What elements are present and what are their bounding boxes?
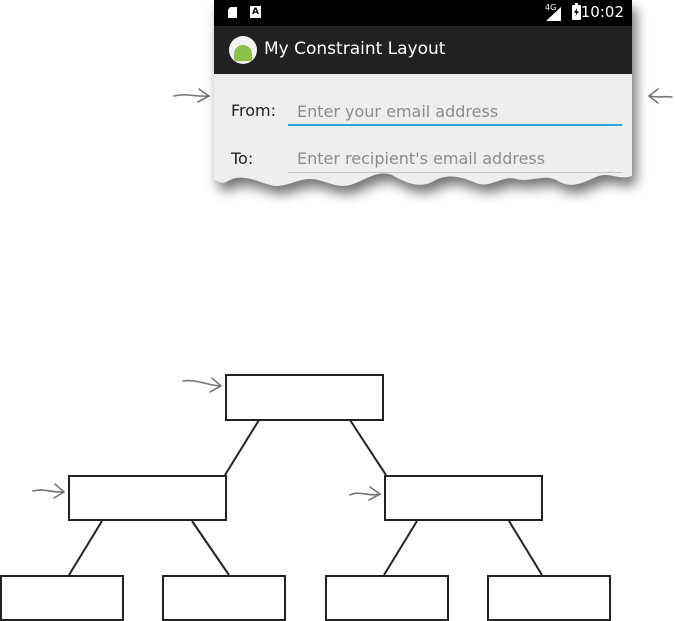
tree-leaf-2 [163,576,285,620]
app-title: My Constraint Layout [264,39,445,59]
from-label: From: [231,101,276,120]
from-email-field[interactable] [288,98,622,126]
tree-leaf-4 [488,576,610,620]
arrow-root-node-icon [183,378,221,392]
tree-node-left [69,476,226,520]
to-label: To: [231,149,253,168]
arrow-left-node-icon [33,484,64,498]
arrow-right-node-icon [350,487,380,500]
phone-screen: A 4G 10:02 My Constraint Layout From: To… [214,0,632,192]
phone-screenshot: A 4G 10:02 My Constraint Layout From: To… [214,0,632,192]
battery-charging-icon [572,5,581,20]
arrow-from-left-icon [174,89,209,102]
android-icon [229,36,257,64]
sd-card-icon [228,7,237,18]
tree-node-root [226,375,383,420]
to-email-field[interactable] [288,145,622,173]
signal-icon [546,7,561,21]
a-icon: A [250,6,261,18]
tree-node-right [385,476,542,520]
tree-leaf-1 [1,576,123,620]
status-bar: A 4G 10:02 [214,0,632,26]
arrow-from-right-icon [649,89,672,103]
tree-leaf-3 [326,576,448,620]
status-time: 10:02 [581,3,624,21]
app-bar: My Constraint Layout [214,26,632,74]
